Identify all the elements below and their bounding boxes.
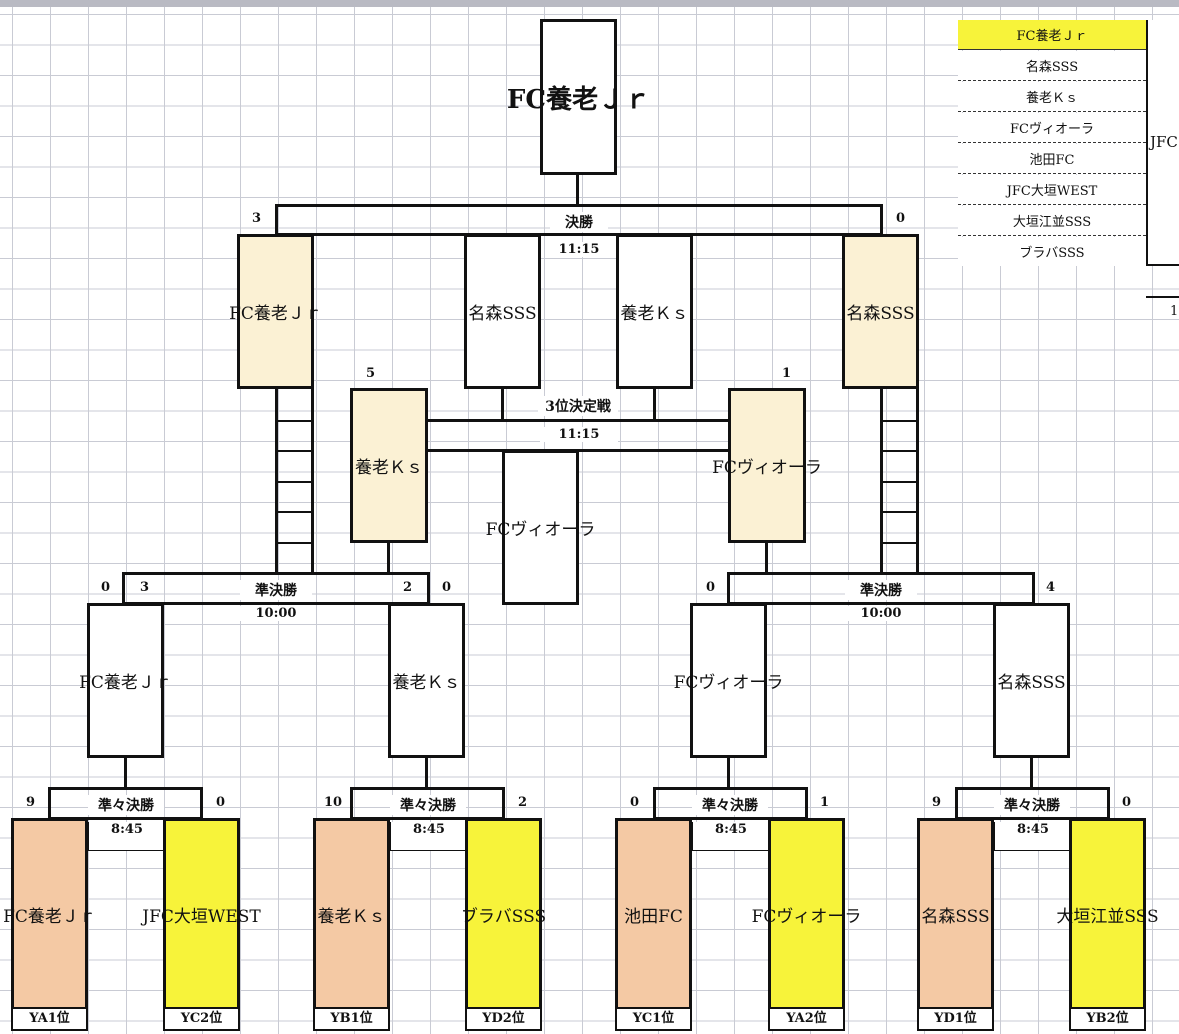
qf3-time: 8:45 (692, 822, 770, 851)
qf2-right-score: 2 (518, 795, 528, 810)
third-place-bar-bottom (428, 449, 730, 452)
third-left-score: 5 (366, 366, 376, 381)
qf4-label: 準々決勝 (994, 795, 1070, 815)
third-place-winner: FCヴィオーラ (486, 450, 595, 605)
qf2-right-seed: YD2位 (465, 1009, 542, 1031)
qf4-left-seed: YD1位 (917, 1009, 994, 1031)
final-left-team: FC養老Ｊｒ (229, 234, 322, 389)
qf2-left-team: 養老Ｋｓ (313, 818, 390, 1010)
semi1-time: 10:00 (240, 606, 312, 621)
semi2-time: 10:00 (845, 606, 917, 621)
final-label: 決勝 (550, 212, 608, 232)
semi2-left-team: FCヴィオーラ (674, 603, 783, 758)
semi2-bar-top (727, 572, 1035, 575)
ranking-item-1: FC養老Ｊｒ (958, 20, 1146, 50)
qf3-right-team: FCヴィオーラ (752, 818, 861, 1010)
qf3-left-seed: YC1位 (615, 1009, 692, 1031)
qf2-bar-top (350, 787, 505, 790)
final-right-score: 0 (896, 211, 906, 226)
side-box: JFC (1146, 20, 1179, 266)
semi1-bar-bottom (122, 602, 430, 605)
third-place-label: 3位決定戦 (538, 396, 618, 416)
qf4-left-score: 9 (932, 795, 942, 810)
semi1-left-team: FC養老Ｊｒ (79, 603, 172, 758)
qf2-label: 準々決勝 (390, 795, 466, 815)
ranking-item-6: JFC大垣WEST (958, 175, 1146, 205)
qf2-bar-bottom (350, 817, 505, 820)
ranking-item-4: FCヴィオーラ (958, 113, 1146, 143)
qf1-right-team: JFC大垣WEST (142, 818, 261, 1010)
qf2-time: 8:45 (390, 822, 468, 851)
third-left-team: 養老Ｋｓ (350, 388, 428, 543)
champion-name: FC養老Ｊｒ (506, 84, 651, 115)
qf1-left-score: 9 (26, 795, 36, 810)
toolbar-strip (0, 0, 1179, 7)
qf4-time: 8:45 (994, 822, 1072, 851)
semi1-label: 準決勝 (240, 580, 312, 600)
third-right-team: FCヴィオーラ (712, 388, 822, 543)
third-place-team-b: 養老Ｋｓ (616, 234, 693, 389)
semi2-left-score: 0 (706, 580, 716, 595)
third-place-bar-top (428, 419, 730, 422)
ranking-item-2: 名森SSS (958, 51, 1146, 81)
qf4-bar-top (955, 787, 1110, 790)
third-place-time: 11:15 (540, 427, 618, 442)
qf3-left-score: 0 (630, 795, 640, 810)
semi1-right-team: 養老Ｋｓ (388, 603, 465, 758)
qf1-left-team: FC養老Ｊｒ (3, 818, 96, 1010)
qf2-left-seed: YB1位 (313, 1009, 390, 1031)
qf3-label: 準々決勝 (692, 795, 768, 815)
third-right-score: 1 (782, 366, 792, 381)
third-place-team-a: 名森SSS (464, 234, 541, 389)
qf3-right-score: 1 (820, 795, 830, 810)
semi2-right-team: 名森SSS (993, 603, 1070, 758)
semi2-label: 準決勝 (845, 580, 917, 600)
qf3-left-team: 池田FC (615, 818, 692, 1010)
side-label: JFC (1150, 133, 1178, 151)
final-bar-top (275, 204, 883, 207)
qf1-bar-bottom (48, 817, 203, 820)
side-number: 1 (1170, 304, 1179, 319)
champion-connector (576, 175, 579, 205)
semi1-bar-top (122, 572, 430, 575)
qf4-right-seed: YB2位 (1069, 1009, 1146, 1031)
semi2-right-score: 4 (1046, 580, 1056, 595)
qf3-right-seed: YA2位 (768, 1009, 845, 1031)
qf4-bar-bottom (955, 817, 1110, 820)
qf1-time: 8:45 (88, 822, 166, 851)
semi1-right-score: 2 (403, 580, 413, 595)
ranking-item-5: 池田FC (958, 144, 1146, 174)
final-left-score: 3 (252, 211, 262, 226)
qf1-bar-top (48, 787, 203, 790)
final-time: 11:15 (550, 242, 608, 257)
qf1-left-seed: YA1位 (11, 1009, 88, 1031)
champion-box: FC養老Ｊｒ (507, 19, 650, 175)
qf3-bar-top (653, 787, 808, 790)
semi2-bar-bottom (727, 602, 1035, 605)
ranking-item-7: 大垣江並SSS (958, 206, 1146, 236)
final-bar-bottom (275, 233, 883, 236)
qf1-right-score: 0 (216, 795, 226, 810)
qf2-right-team: ブラバSSS (461, 818, 546, 1010)
qf4-left-team: 名森SSS (917, 818, 994, 1010)
qf1-label: 準々決勝 (88, 795, 164, 815)
qf3-bar-bottom (653, 817, 808, 820)
qf1-right-seed: YC2位 (163, 1009, 240, 1031)
semi1-outer-left: 0 (101, 580, 111, 595)
qf4-right-score: 0 (1122, 795, 1132, 810)
semi1-left-score: 3 (140, 580, 150, 595)
qf2-left-score: 10 (324, 795, 343, 810)
qf4-right-team: 大垣江並SSS (1056, 818, 1159, 1010)
final-right-team: 名森SSS (842, 234, 919, 389)
ranking-item-8: ブラバSSS (958, 237, 1146, 266)
ranking-item-3: 養老Ｋｓ (958, 82, 1146, 112)
semi1-outer-right: 0 (442, 580, 452, 595)
